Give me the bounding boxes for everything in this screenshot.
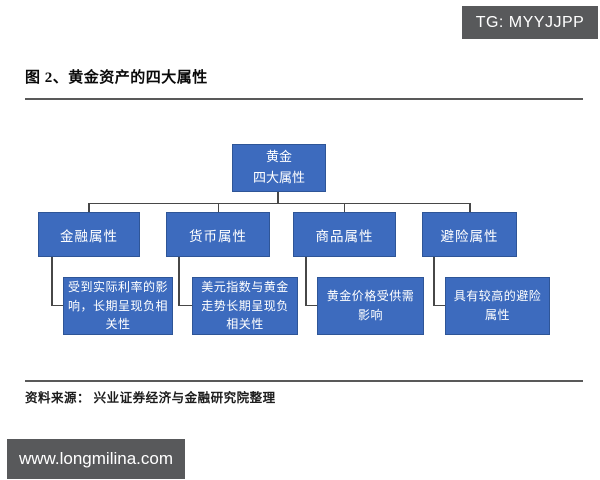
figure-title: 图 2、黄金资产的四大属性 xyxy=(25,70,208,86)
diagram-root-node: 黄金 四大属性 xyxy=(232,144,326,192)
connector-drop-monetary xyxy=(217,203,219,212)
source-divider xyxy=(25,380,583,382)
detail-safehaven-attribute: 具有较高的避险属性 xyxy=(445,277,550,335)
connector-drop-financial xyxy=(88,203,90,212)
connector-elbow-commodity-horizontal xyxy=(305,304,317,306)
node-financial-attribute: 金融属性 xyxy=(38,212,140,257)
tg-watermark-badge: TG: MYYJJPP xyxy=(462,6,598,39)
node-safehaven-attribute: 避险属性 xyxy=(422,212,517,257)
connector-elbow-safehaven-vertical xyxy=(433,257,435,305)
node-commodity-attribute: 商品属性 xyxy=(293,212,396,257)
website-watermark-badge: www.longmilina.com xyxy=(7,439,185,479)
detail-financial-attribute: 受到实际利率的影响，长期呈现负相关性 xyxy=(63,277,173,335)
connector-root-riser xyxy=(277,192,279,203)
connector-horizontal-bus xyxy=(88,202,470,204)
connector-elbow-safehaven-horizontal xyxy=(433,304,445,306)
root-node-line2: 四大属性 xyxy=(252,170,305,185)
connector-elbow-financial-horizontal xyxy=(51,304,63,306)
connector-elbow-commodity-vertical xyxy=(305,257,307,305)
connector-elbow-financial-vertical xyxy=(51,257,53,305)
connector-drop-safehaven xyxy=(469,203,471,212)
detail-commodity-attribute: 黄金价格受供需影响 xyxy=(317,277,424,335)
connector-drop-commodity xyxy=(343,203,345,212)
title-divider xyxy=(25,98,583,100)
connector-elbow-monetary-vertical xyxy=(178,257,180,305)
detail-monetary-attribute: 美元指数与黄金走势长期呈现负相关性 xyxy=(192,277,298,335)
node-monetary-attribute: 货币属性 xyxy=(166,212,270,257)
source-note: 资料来源： 兴业证券经济与金融研究院整理 xyxy=(25,391,276,405)
connector-elbow-monetary-horizontal xyxy=(178,304,192,306)
root-node-line1: 黄金 xyxy=(265,149,292,165)
